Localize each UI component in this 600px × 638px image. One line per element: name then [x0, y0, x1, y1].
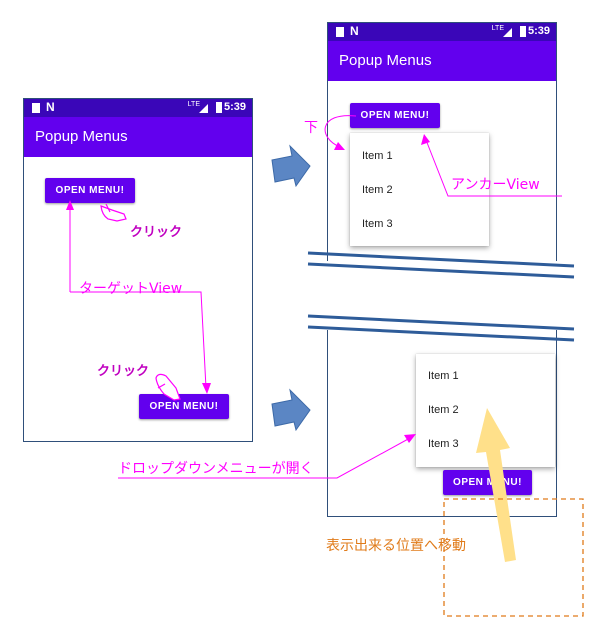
- blue-arrow-icon-bottom: [271, 388, 311, 432]
- signal-icon: [503, 28, 512, 37]
- break-lines: [307, 251, 575, 342]
- target-view-label: ターゲットView: [79, 281, 183, 297]
- below-arrow: [324, 115, 357, 150]
- pointing-hand-icon-top: [100, 203, 127, 222]
- n-icon: N: [350, 24, 359, 38]
- n-icon: N: [46, 100, 55, 114]
- sd-card-icon: [336, 27, 344, 37]
- status-time: 5:39: [223, 101, 246, 113]
- lte-label: LTE: [491, 25, 504, 32]
- open-menu-button-bottom[interactable]: OPEN MENU!: [139, 394, 229, 419]
- battery-icon: [216, 102, 222, 113]
- menu-item-3[interactable]: Item 3: [428, 438, 459, 450]
- click-label-top: クリック: [130, 225, 183, 240]
- status-bar: N LTE 5:39: [328, 23, 556, 41]
- below-label: 下: [304, 120, 318, 136]
- lte-label: LTE: [187, 101, 200, 108]
- status-time: 5:39: [527, 25, 550, 37]
- menu-item-1[interactable]: Item 1: [362, 150, 393, 162]
- status-bar: N LTE 5:39: [24, 99, 252, 117]
- offscreen-position-box: [443, 498, 584, 617]
- open-menu-button-top[interactable]: OPEN MENU!: [45, 178, 135, 203]
- move-up-arrow: [476, 408, 516, 562]
- popup-menu-below: Item 1 Item 2 Item 3: [350, 133, 489, 246]
- right-bottom-phone-screen: Item 1 Item 2 Item 3 OPEN MENU!: [327, 330, 557, 517]
- battery-icon: [520, 26, 526, 37]
- pointing-hand-icon-bottom: [155, 373, 181, 401]
- click-label-bottom: クリック: [97, 364, 150, 379]
- blue-arrow-icon-top: [271, 144, 311, 188]
- menu-item-2[interactable]: Item 2: [428, 404, 459, 416]
- app-bar-title: Popup Menus: [328, 41, 556, 81]
- open-menu-button-anchor[interactable]: OPEN MENU!: [350, 103, 440, 128]
- sd-card-icon: [32, 103, 40, 113]
- menu-item-3[interactable]: Item 3: [362, 218, 393, 230]
- menu-item-2[interactable]: Item 2: [362, 184, 393, 196]
- anchor-view-label: アンカーView: [451, 177, 540, 193]
- left-phone-screen: N LTE 5:39 Popup Menus OPEN MENU! OPEN M…: [23, 98, 253, 442]
- target-view-connector: [66, 200, 211, 394]
- signal-icon: [199, 104, 208, 113]
- dropdown-leader: [118, 434, 416, 479]
- app-bar-title: Popup Menus: [24, 117, 252, 157]
- right-top-phone-screen: N LTE 5:39 Popup Menus OPEN MENU! Item 1…: [327, 22, 557, 261]
- open-menu-button-moved[interactable]: OPEN MENU!: [443, 470, 532, 495]
- dropdown-opens-label: ドロップダウンメニューが開く: [118, 461, 314, 477]
- menu-item-1[interactable]: Item 1: [428, 370, 459, 382]
- move-to-visible-label: 表示出来る位置へ移動: [326, 538, 466, 554]
- anchor-view-leader: [421, 134, 562, 197]
